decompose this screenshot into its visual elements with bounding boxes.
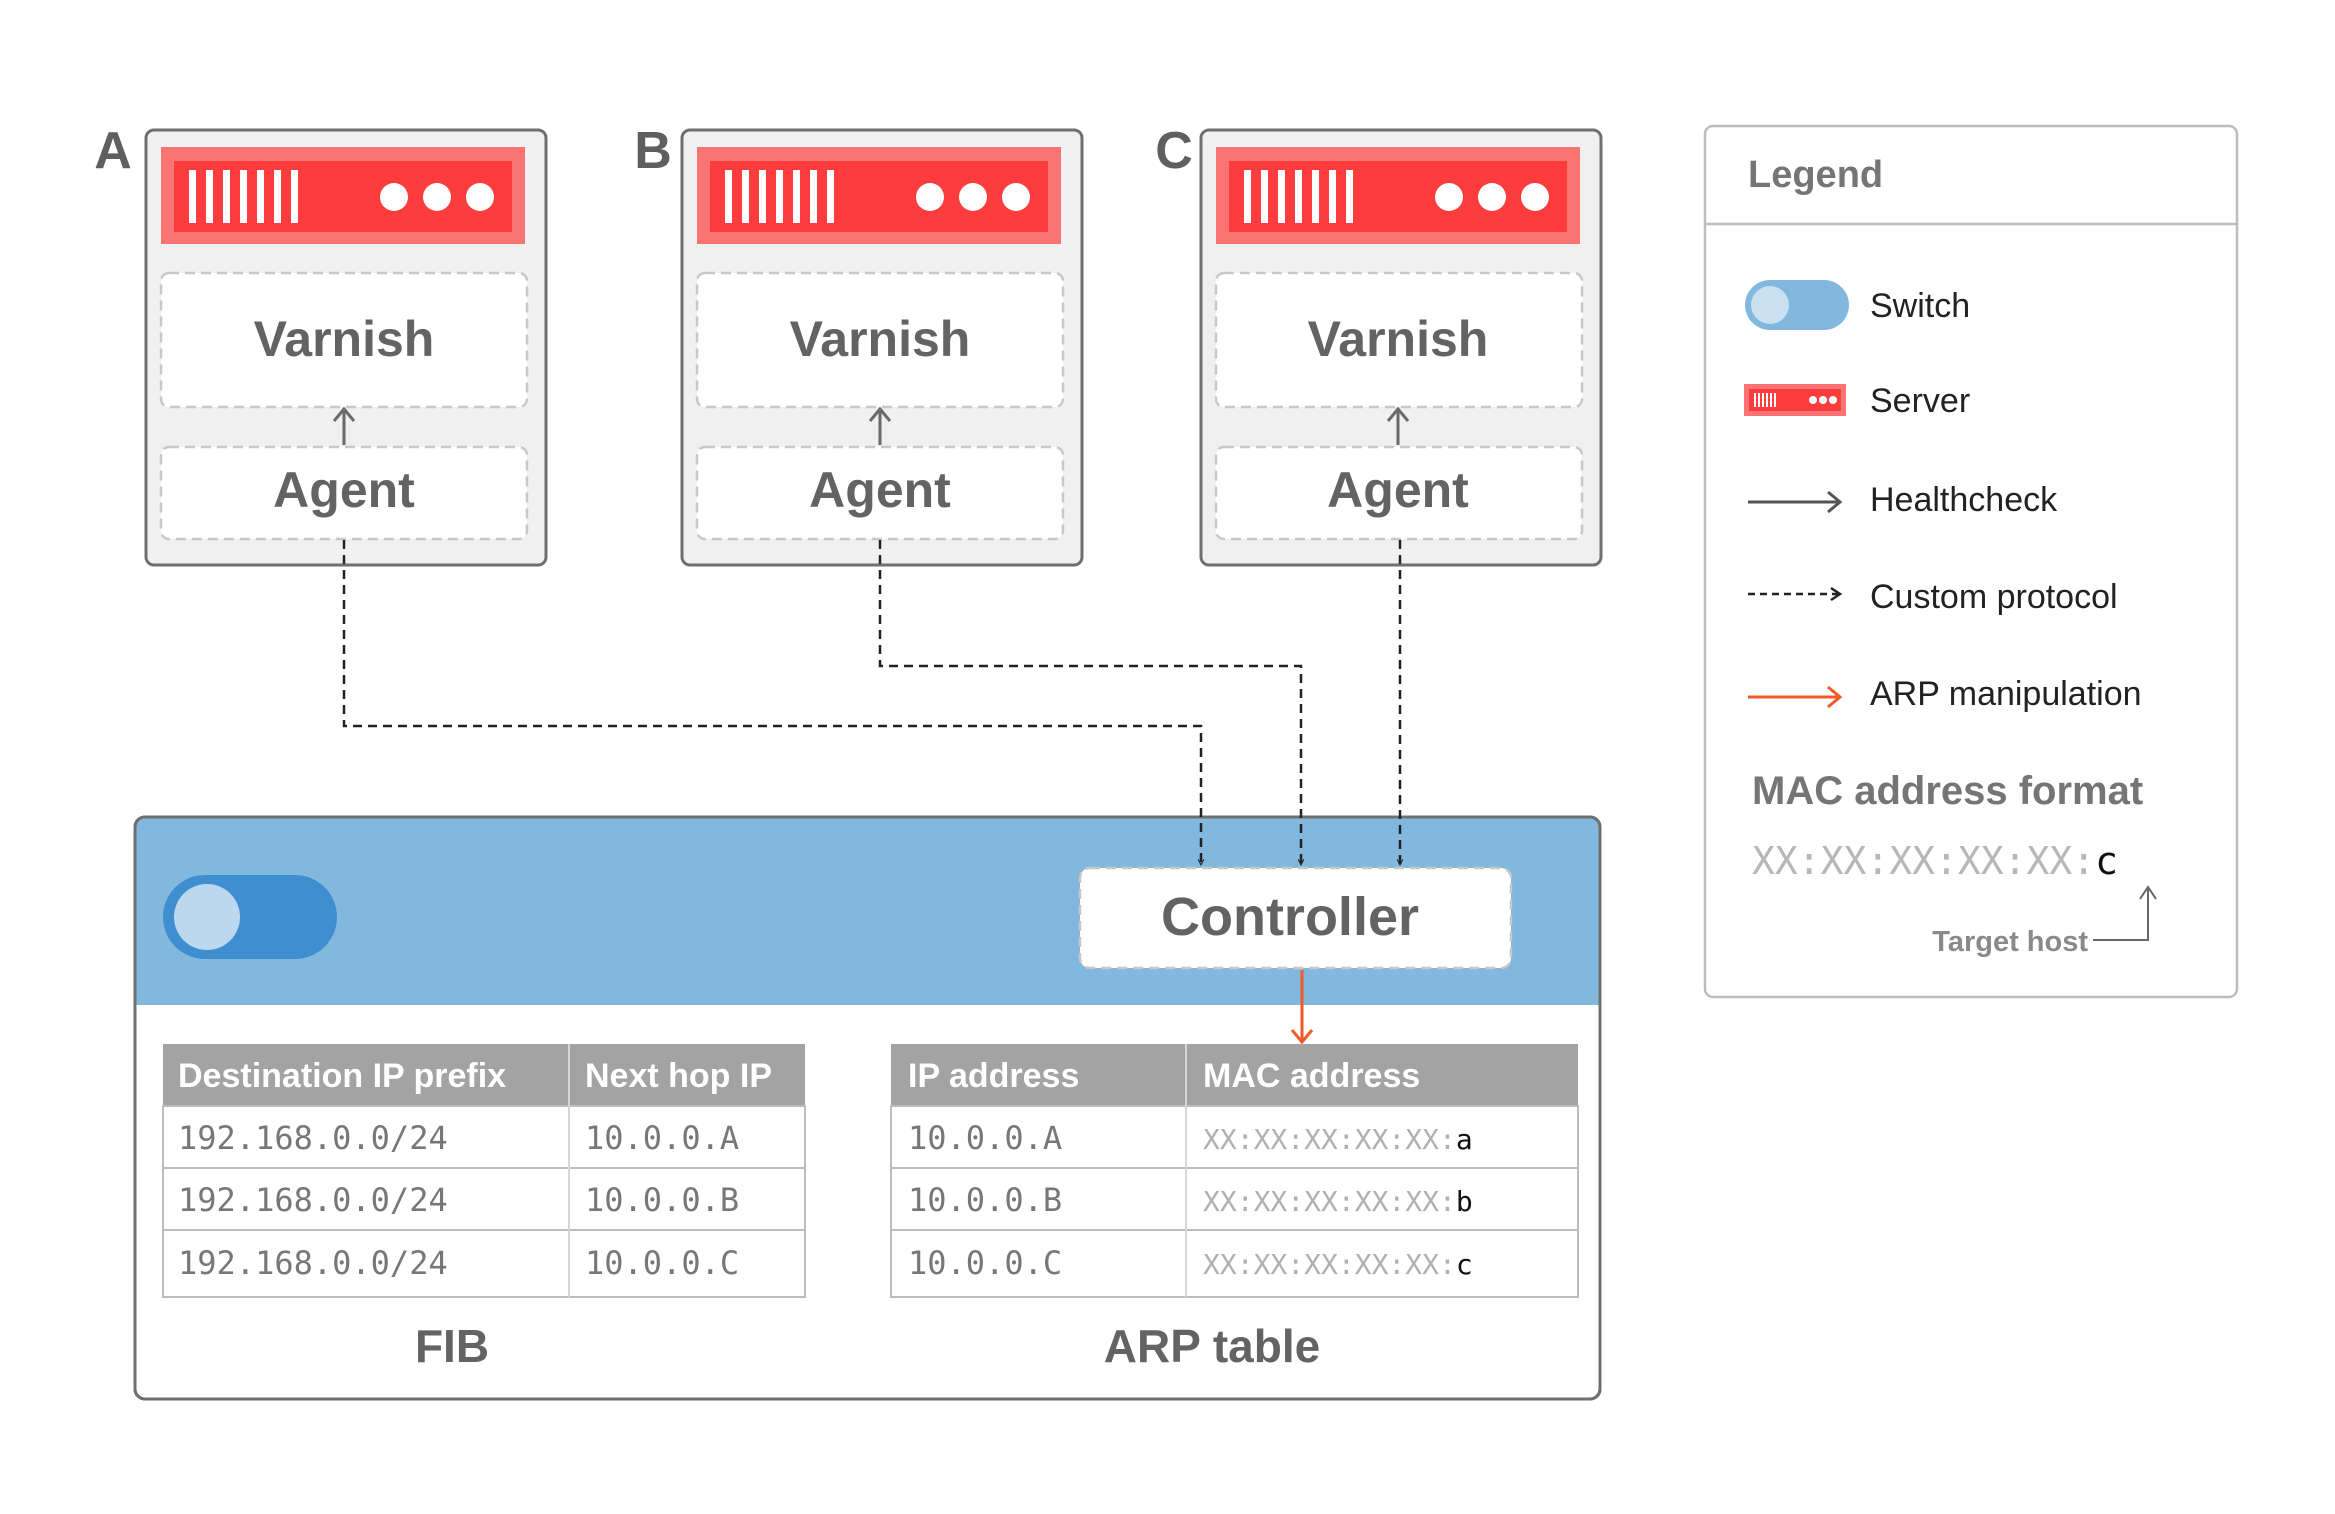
varnish-label: Varnish bbox=[790, 311, 971, 367]
fib-table: Destination IP prefix Next hop IP 192.16… bbox=[162, 1044, 806, 1372]
arp-ip: 10.0.0.B bbox=[908, 1181, 1062, 1219]
server-b: B Varnish Agent bbox=[634, 122, 1084, 567]
arp-table: IP address MAC address 10.0.0.A XX:XX:XX… bbox=[890, 1044, 1579, 1372]
fib-nexthop: 10.0.0.A bbox=[585, 1119, 739, 1157]
agent-label: Agent bbox=[1327, 462, 1469, 518]
agent-label: Agent bbox=[273, 462, 415, 518]
arp-ip: 10.0.0.A bbox=[908, 1119, 1062, 1157]
switch-icon bbox=[1745, 280, 1849, 330]
arp-ip: 10.0.0.C bbox=[908, 1244, 1062, 1282]
server-icon bbox=[1216, 147, 1580, 244]
varnish-label: Varnish bbox=[254, 311, 435, 367]
table-row: 192.168.0.0/24 10.0.0.B bbox=[178, 1181, 739, 1219]
arp-header-ip: IP address bbox=[908, 1057, 1079, 1095]
mac-format-section: MAC address format XX:XX:XX:XX:XX:c Targ… bbox=[1752, 769, 2157, 958]
server-icon bbox=[1744, 384, 1846, 416]
agent-box bbox=[695, 445, 1065, 541]
arp-mac: XX:XX:XX:XX:XX:b bbox=[1203, 1185, 1473, 1218]
legend-label: Healthcheck bbox=[1870, 481, 2058, 519]
server-letter: A bbox=[94, 122, 132, 180]
varnish-label: Varnish bbox=[1308, 311, 1489, 367]
agent-a-link bbox=[342, 540, 1201, 865]
arp-header-row bbox=[891, 1044, 1578, 1106]
legend-item-healthcheck: Healthcheck bbox=[1748, 481, 2058, 519]
fib-prefix: 192.168.0.0/24 bbox=[178, 1244, 448, 1282]
varnish-box bbox=[1214, 271, 1584, 409]
mac-format-title: MAC address format bbox=[1752, 769, 2143, 813]
agent-b-link bbox=[878, 540, 1301, 865]
switch-icon bbox=[163, 875, 337, 959]
legend-label: Custom protocol bbox=[1870, 578, 2118, 616]
server-c: C Varnish Agent bbox=[1155, 122, 1603, 567]
arp-header-mac: MAC address bbox=[1203, 1057, 1420, 1095]
dashed-arrow-icon bbox=[1748, 586, 1843, 602]
agent-label: Agent bbox=[809, 462, 951, 518]
fib-header-destination: Destination IP prefix bbox=[178, 1057, 506, 1095]
legend-label: Server bbox=[1870, 382, 1970, 420]
server-letter: B bbox=[634, 122, 672, 180]
legend-title: Legend bbox=[1748, 154, 1883, 196]
solid-arrow-icon bbox=[1748, 490, 1843, 514]
target-host-note: Target host bbox=[1932, 926, 2088, 958]
varnish-box bbox=[695, 271, 1065, 409]
legend-item-switch: Switch bbox=[1745, 280, 1970, 330]
legend-frame bbox=[1703, 124, 2239, 999]
legend-label: Switch bbox=[1870, 287, 1970, 325]
orange-arrow-icon bbox=[1748, 685, 1843, 709]
fib-prefix: 192.168.0.0/24 bbox=[178, 1181, 448, 1219]
fib-nexthop: 10.0.0.B bbox=[585, 1181, 739, 1219]
server-letter: C bbox=[1155, 122, 1193, 180]
table-row: 10.0.0.B XX:XX:XX:XX:XX:b bbox=[908, 1181, 1473, 1219]
controller-label: Controller bbox=[1161, 887, 1419, 947]
custom-protocol-links bbox=[342, 540, 1400, 865]
fib-caption: FIB bbox=[415, 1320, 489, 1372]
fib-prefix: 192.168.0.0/24 bbox=[178, 1119, 448, 1157]
server-a: A Varnish Agent bbox=[94, 122, 548, 567]
mac-format-example: XX:XX:XX:XX:XX:c bbox=[1752, 839, 2118, 883]
arp-caption: ARP table bbox=[1104, 1320, 1320, 1372]
fib-header-nexthop: Next hop IP bbox=[585, 1057, 772, 1095]
agent-box bbox=[159, 445, 529, 541]
legend-item-server: Server bbox=[1744, 382, 1970, 420]
table-row: 192.168.0.0/24 10.0.0.A bbox=[178, 1119, 739, 1157]
table-row: 10.0.0.C XX:XX:XX:XX:XX:c bbox=[908, 1244, 1473, 1282]
legend-label: ARP manipulation bbox=[1870, 675, 2142, 713]
server-icon bbox=[697, 147, 1061, 244]
target-host-pointer bbox=[2093, 888, 2149, 941]
legend-panel: Legend Switch Server bbox=[1703, 124, 2239, 999]
varnish-box bbox=[159, 271, 529, 409]
switch-box: Controller Destination IP prefix Next ho… bbox=[133, 815, 1602, 1401]
fib-header-row bbox=[163, 1044, 805, 1106]
table-row: 192.168.0.0/24 10.0.0.C bbox=[178, 1244, 739, 1282]
arp-mac: XX:XX:XX:XX:XX:c bbox=[1203, 1248, 1473, 1281]
agent-box bbox=[1214, 445, 1584, 541]
server-icon bbox=[161, 147, 525, 244]
legend-item-custom-protocol: Custom protocol bbox=[1748, 578, 2118, 616]
legend-item-arp: ARP manipulation bbox=[1748, 675, 2142, 713]
fib-nexthop: 10.0.0.C bbox=[585, 1244, 739, 1282]
arp-mac: XX:XX:XX:XX:XX:a bbox=[1203, 1123, 1473, 1156]
controller-box bbox=[1078, 866, 1513, 970]
table-row: 10.0.0.A XX:XX:XX:XX:XX:a bbox=[908, 1119, 1473, 1157]
